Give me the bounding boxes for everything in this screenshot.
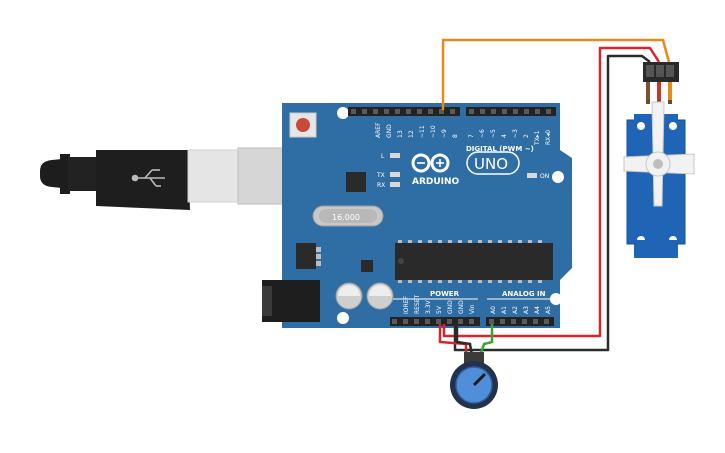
svg-text:16.000: 16.000	[332, 213, 360, 222]
wire-red-power[interactable]	[442, 46, 661, 338]
usb-symbol-icon	[131, 169, 165, 187]
pin-label-a4: A4	[534, 306, 541, 314]
potentiometer-knob-indicator	[472, 372, 487, 387]
on-led-icon	[527, 173, 537, 178]
pin-label-a0: A0	[490, 306, 497, 314]
pin-label-8: 8	[452, 134, 459, 138]
pin-label-9: ~9	[441, 129, 448, 138]
led-label-rx: RX	[377, 182, 385, 189]
small-transistor	[361, 260, 373, 272]
capacitor-left	[335, 282, 363, 310]
analog-header	[486, 317, 554, 326]
digital-header-right	[466, 107, 556, 116]
arduino-logo-symbols	[417, 159, 444, 167]
wire-black-ground[interactable]	[453, 54, 651, 352]
atmega-microcontroller	[395, 240, 553, 283]
mount-hole	[550, 293, 562, 305]
pin-label-12: 12	[408, 130, 415, 138]
usb-cable-icon[interactable]	[40, 147, 299, 210]
pin-label-tx1: TX▸1	[534, 130, 541, 146]
wire-green-analog[interactable]	[478, 324, 494, 357]
mount-hole	[552, 171, 564, 183]
pin-label-11: ~11	[419, 125, 426, 138]
power-header-label: POWER	[430, 290, 460, 298]
servo-shaft	[653, 159, 663, 169]
wire-black-pot[interactable]	[455, 324, 474, 357]
pin-label-7: 7	[468, 134, 475, 138]
mount-hole	[337, 312, 349, 324]
power-header	[390, 317, 480, 326]
arduino-infinity-logo-icon	[411, 153, 450, 173]
led-tx-icon	[390, 172, 400, 177]
brand-label: ARDUINO	[412, 177, 460, 187]
voltage-regulator	[296, 243, 321, 269]
led-label-tx: TX	[376, 172, 385, 179]
pin-label-3: ~3	[512, 129, 519, 138]
pin-label-a1: A1	[501, 306, 508, 314]
pin-label-3v3: 3.3V	[425, 299, 432, 314]
wire-red-pot[interactable]	[438, 324, 468, 356]
pin-label-reset: RESET	[414, 294, 421, 314]
svg-text:UNO: UNO	[474, 155, 508, 173]
pin-label-a5: A5	[545, 306, 552, 314]
pin-label-ioref: IOREF	[403, 296, 410, 314]
pin-label-10: ~10	[430, 125, 437, 138]
led-rx-icon	[390, 182, 400, 187]
dc-power-jack[interactable]	[262, 280, 320, 322]
bottom-header-sockets	[392, 319, 549, 324]
arduino-uno-board[interactable]: AREF GND 13 12 ~11 ~10 ~9 8 7 ~6 ~5 4 ~3…	[262, 103, 572, 328]
pin-label-gnd: GND	[386, 124, 393, 138]
pin-label-rx0: RX◂0	[545, 130, 552, 145]
wire-orange-signal[interactable]	[441, 38, 671, 110]
pin-label-a3: A3	[523, 306, 530, 314]
capacitor-right	[366, 282, 394, 310]
reset-button[interactable]	[289, 112, 317, 138]
potentiometer-icon[interactable]	[450, 352, 498, 409]
on-led-label: ON	[540, 173, 549, 180]
digital-header-label: DIGITAL (PWM ~)	[466, 145, 534, 153]
servo-motor-icon[interactable]	[623, 62, 695, 258]
pin-label-aref: AREF	[375, 122, 382, 138]
pin-label-gnd1: GND	[447, 300, 454, 314]
usb-chip	[346, 172, 366, 192]
pin-label-13: 13	[397, 130, 404, 138]
pin-label-5: ~5	[490, 129, 497, 138]
digital-header-sockets	[351, 109, 551, 114]
pin-label-vin: Vin	[469, 304, 476, 314]
pin-label-5v: 5V	[436, 305, 443, 314]
led-l-icon	[390, 153, 400, 158]
mount-hole	[337, 107, 349, 119]
led-label-l: L	[381, 153, 385, 160]
analog-header-label: ANALOG IN	[502, 290, 546, 298]
pin-label-gnd2: GND	[458, 300, 465, 314]
pin-label-2: 2	[523, 134, 530, 138]
crystal-oscillator: 16.000	[312, 205, 384, 227]
uno-badge: UNO	[466, 151, 520, 175]
pin-label-a2: A2	[512, 306, 519, 314]
digital-header-left	[348, 107, 460, 116]
pin-label-6: ~6	[479, 129, 486, 138]
pin-label-4: 4	[501, 134, 508, 138]
